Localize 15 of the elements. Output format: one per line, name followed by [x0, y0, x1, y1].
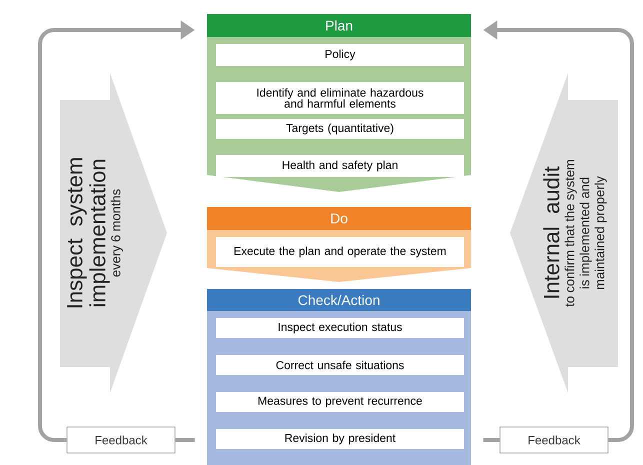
step-box: Health and safety plan: [216, 155, 464, 177]
step-box: Measures to prevent recurrence: [216, 392, 464, 412]
node-label: Do: [331, 214, 348, 224]
step-box: Policy: [216, 44, 464, 66]
step-box: Inspect execution status: [216, 318, 464, 338]
feedback-box: Feedback: [500, 426, 608, 454]
step-box: Identify and eliminate hazardous and harmful elements: [216, 82, 464, 114]
step-box: Targets (quantitative): [216, 119, 464, 139]
step-box: Revision by president: [216, 429, 464, 449]
node-label: Execute the plan and operate the system: [234, 246, 446, 258]
node-label: Plan: [326, 20, 352, 31]
step-box: Execute the plan and operate the system: [216, 237, 464, 267]
node-label: Check/Action: [298, 294, 380, 306]
step-box: Correct unsafe situations: [216, 355, 464, 375]
feedback-box: Feedback: [66, 426, 176, 454]
